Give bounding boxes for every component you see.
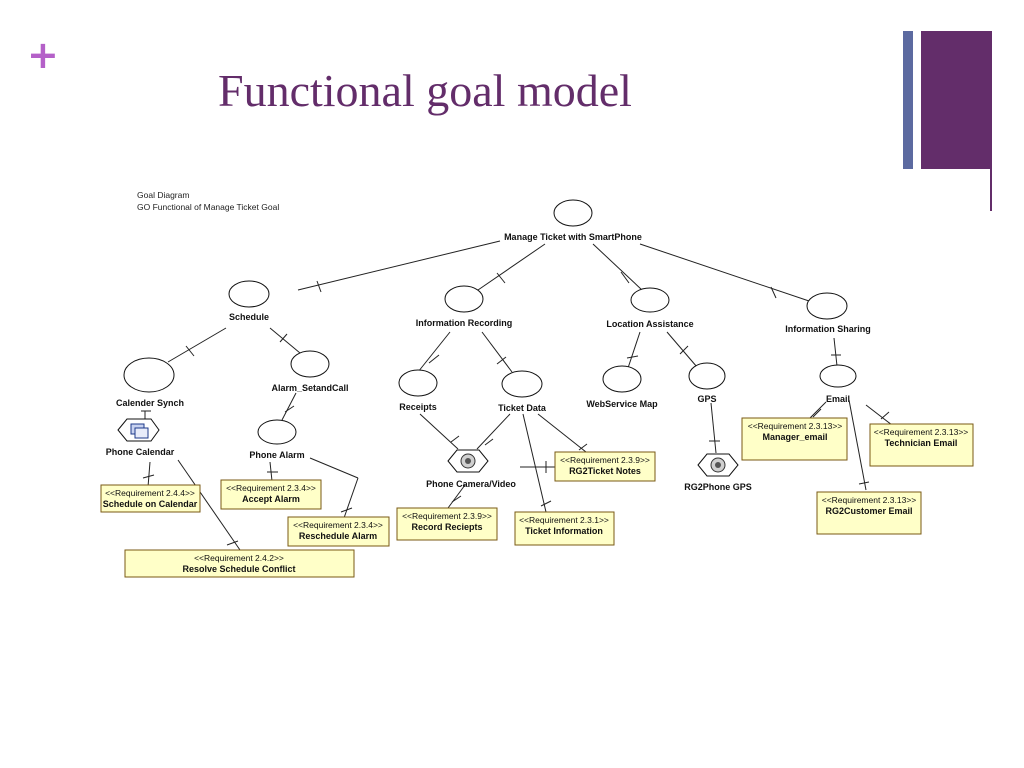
req-resolve-schedule-conflict-name: Resolve Schedule Conflict [182, 564, 295, 574]
req-rg2customer-email-tag: <<Requirement 2.3.13>> [822, 495, 917, 505]
goal-node-location[interactable] [630, 287, 670, 313]
goal-node-info-recording[interactable] [444, 285, 484, 313]
req-schedule-on-calendar[interactable]: <<Requirement 2.4.4>> Schedule on Calend… [100, 484, 201, 513]
goal-node-calender-synch[interactable] [123, 357, 175, 393]
goal-node-phone-alarm[interactable] [257, 419, 297, 445]
goal-node-ticket-data[interactable] [501, 370, 543, 398]
link-markers [141, 271, 890, 546]
goal-node-receipts[interactable] [398, 369, 438, 397]
diagram-header-type: Goal Diagram [137, 190, 190, 200]
req-manager-email-tag: <<Requirement 2.3.13>> [748, 421, 843, 431]
req-schedule-on-calendar-name: Schedule on Calendar [103, 499, 198, 509]
diagram-links [144, 240, 893, 551]
req-technician-email-tag: <<Requirement 2.3.13>> [874, 427, 969, 437]
goal-node-email[interactable] [819, 364, 857, 388]
diagram-header-name: GO Functional of Manage Ticket Goal [137, 202, 280, 212]
req-resolve-schedule-conflict[interactable]: <<Requirement 2.4.2>> Resolve Schedule C… [124, 549, 355, 578]
label-info-sharing: Information Sharing [785, 324, 871, 334]
req-reschedule-alarm-tag: <<Requirement 2.3.4>> [293, 520, 383, 530]
req-rg2customer-email-name: RG2Customer Email [825, 506, 912, 516]
req-ticket-information-tag: <<Requirement 2.3.1>> [519, 515, 609, 525]
goal-ellipses [123, 199, 857, 445]
label-rg2phone-gps: RG2Phone GPS [684, 482, 752, 492]
req-ticket-information-name: Ticket Information [525, 526, 603, 536]
label-info-recording: Information Recording [416, 318, 513, 328]
req-schedule-on-calendar-tag: <<Requirement 2.4.4>> [105, 488, 195, 498]
req-technician-email-name: Technician Email [885, 438, 958, 448]
goal-node-webservice-map[interactable] [602, 365, 642, 393]
req-technician-email[interactable]: <<Requirement 2.3.13>> Technician Email [869, 423, 974, 467]
requirement-boxes: <<Requirement 2.4.4>> Schedule on Calend… [100, 417, 974, 578]
label-webservice-map: WebService Map [586, 399, 658, 409]
label-gps: GPS [697, 394, 716, 404]
req-ticket-information[interactable]: <<Requirement 2.3.1>> Ticket Information [514, 511, 615, 546]
goal-node-info-sharing[interactable] [806, 292, 848, 320]
req-rg2ticket-notes[interactable]: <<Requirement 2.3.9>> RG2Ticket Notes [554, 451, 656, 482]
label-location: Location Assistance [606, 319, 693, 329]
label-phone-calendar: Phone Calendar [106, 447, 175, 457]
goal-node-alarm-setandcall[interactable] [290, 350, 330, 378]
goal-node-schedule[interactable] [228, 280, 270, 308]
req-rg2customer-email[interactable]: <<Requirement 2.3.13>> RG2Customer Email [816, 491, 922, 535]
phone-camera-icon[interactable] [447, 449, 489, 473]
actor-icons [117, 418, 739, 477]
slide-title: Functional goal model [218, 65, 632, 116]
req-resolve-schedule-conflict-tag: <<Requirement 2.4.2>> [194, 553, 284, 563]
req-reschedule-alarm-name: Reschedule Alarm [299, 531, 377, 541]
req-record-receipts[interactable]: <<Requirement 2.3.9>> Record Reciepts [396, 507, 498, 541]
req-accept-alarm[interactable]: <<Requirement 2.3.4>> Accept Alarm [220, 479, 322, 510]
label-calender-synch: Calender Synch [116, 398, 184, 408]
req-record-receipts-name: Record Reciepts [411, 522, 482, 532]
goal-node-gps[interactable] [688, 362, 726, 390]
rg2phone-gps-icon[interactable] [697, 453, 739, 477]
req-rg2ticket-notes-name: RG2Ticket Notes [569, 466, 641, 476]
accent-bar-line [990, 31, 992, 211]
req-manager-email-name: Manager_email [762, 432, 827, 442]
accent-bar-box [921, 31, 991, 169]
label-alarm-setandcall: Alarm_SetandCall [271, 383, 348, 393]
label-phone-camera: Phone Camera/Video [426, 479, 516, 489]
req-accept-alarm-tag: <<Requirement 2.3.4>> [226, 483, 316, 493]
phone-calendar-icon[interactable] [117, 418, 160, 442]
label-phone-alarm: Phone Alarm [249, 450, 304, 460]
diagram-header: Goal Diagram GO Functional of Manage Tic… [137, 189, 279, 213]
req-reschedule-alarm[interactable]: <<Requirement 2.3.4>> Reschedule Alarm [287, 516, 390, 547]
req-accept-alarm-name: Accept Alarm [242, 494, 300, 504]
req-record-receipts-tag: <<Requirement 2.3.9>> [402, 511, 492, 521]
req-manager-email[interactable]: <<Requirement 2.3.13>> Manager_email [741, 417, 848, 461]
label-receipts: Receipts [399, 402, 437, 412]
accent-bar-thin [903, 31, 913, 169]
goal-node-root[interactable] [553, 199, 593, 227]
label-email: Email [826, 394, 850, 404]
label-schedule: Schedule [229, 312, 269, 322]
goal-labels: Manage Ticket with SmartPhone Schedule I… [106, 232, 871, 492]
req-rg2ticket-notes-tag: <<Requirement 2.3.9>> [560, 455, 650, 465]
plus-icon: + [27, 33, 59, 77]
label-root: Manage Ticket with SmartPhone [504, 232, 642, 242]
label-ticket-data: Ticket Data [498, 403, 547, 413]
